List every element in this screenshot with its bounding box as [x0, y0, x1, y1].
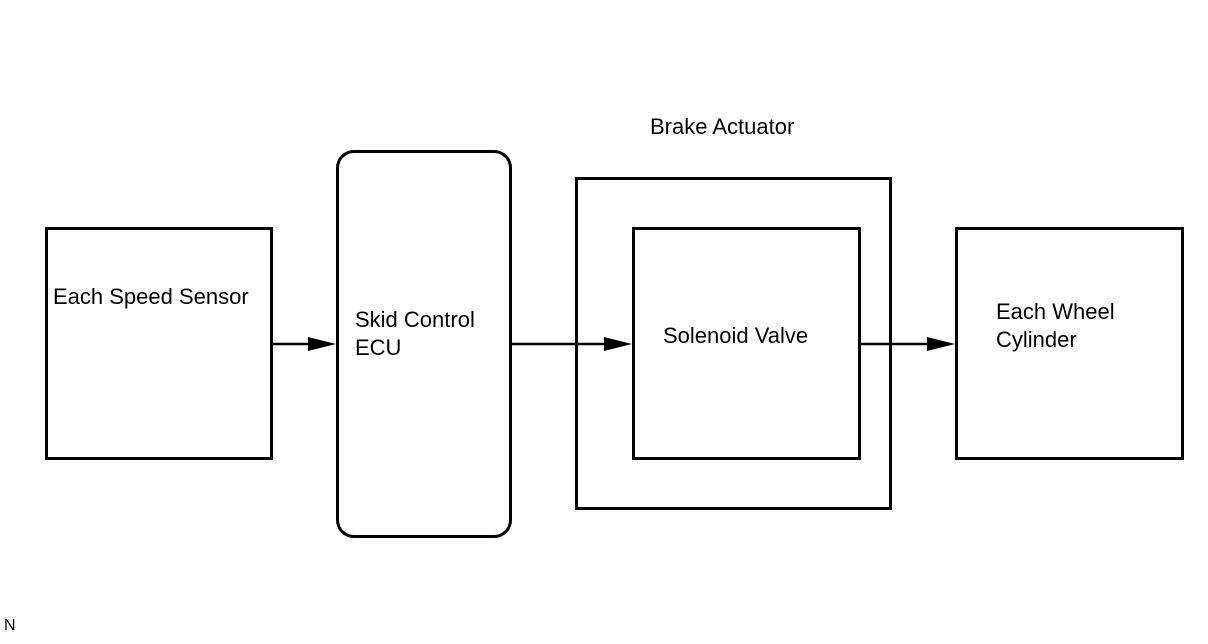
skid-control-ecu-label: Skid Control ECU — [355, 306, 475, 362]
wheel-cylinder-label-line-2: Cylinder — [996, 327, 1077, 352]
solenoid-valve-label-line-1: Solenoid Valve — [663, 323, 809, 348]
solenoid-valve-label: Solenoid Valve — [663, 322, 808, 350]
speed-sensor-box — [45, 227, 273, 460]
wheel-cylinder-box — [955, 227, 1184, 460]
wheel-cylinder-label-line-1: Each Wheel — [996, 299, 1115, 324]
skid-control-ecu-box — [336, 150, 512, 538]
wheel-cylinder-label: Each Wheel Cylinder — [996, 298, 1115, 354]
arrow-sensor-to-ecu — [273, 337, 336, 351]
skid-control-ecu-label-line-2: ECU — [355, 335, 402, 360]
solenoid-valve-box — [632, 227, 861, 460]
brake-actuator-title: Brake Actuator — [650, 114, 795, 139]
corner-mark: N — [4, 617, 16, 634]
speed-sensor-label-line-1: Each Speed Sensor — [53, 284, 249, 309]
speed-sensor-label: Each Speed Sensor — [53, 283, 249, 311]
skid-control-ecu-label-line-1: Skid Control — [355, 307, 475, 332]
